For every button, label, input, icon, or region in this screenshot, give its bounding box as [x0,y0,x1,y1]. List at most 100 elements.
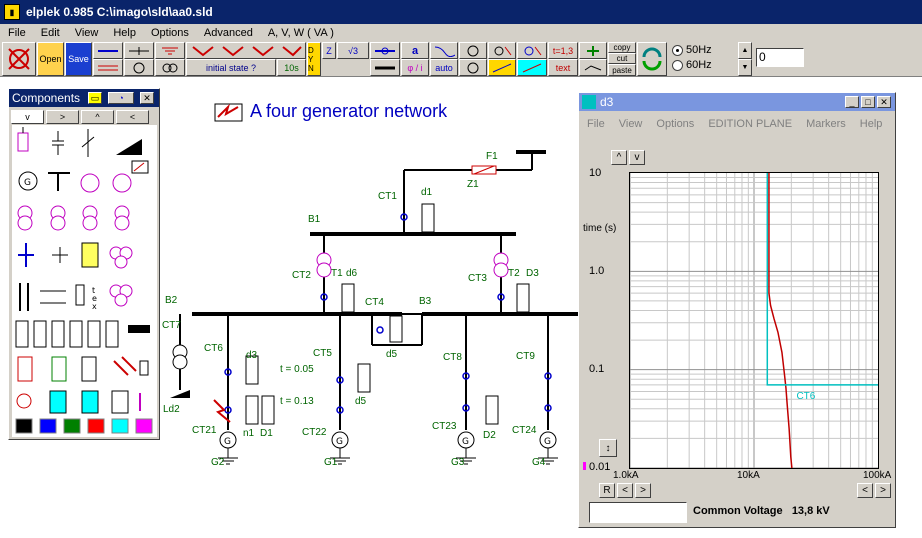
scroll-left-button[interactable]: < [617,483,633,498]
open-button[interactable]: Open [37,42,64,76]
d3-menu-file[interactable]: File [587,118,605,130]
d3-maximize-button[interactable]: □ [861,96,875,108]
lf-button[interactable] [517,59,547,76]
palette-probe-button[interactable]: ◔ [108,92,135,104]
cut-button[interactable]: cut [608,53,636,64]
tab-left[interactable]: < [116,110,149,124]
scroll-right-button[interactable]: > [635,483,651,498]
color-swatches[interactable] [15,418,153,434]
spin-down-button[interactable]: ▼ [738,59,752,76]
v-meter-button[interactable] [459,59,487,76]
transformer-3w-icon[interactable] [50,205,66,231]
t13-button[interactable]: t=1,3 [548,42,578,59]
plot-area[interactable]: CT6 [629,172,879,469]
d3-close-button[interactable]: ✕ [877,96,891,108]
transformer-3ph-b-icon[interactable] [109,284,133,307]
menu-units[interactable]: A, V, W ( VA ) [267,26,334,39]
resistor-icon[interactable] [17,127,29,152]
load-ld2[interactable] [170,314,190,398]
dyn-button[interactable]: D Y N [307,42,321,76]
x-scroll-left-button[interactable]: < [857,483,873,498]
ground-button[interactable] [155,42,185,59]
sqrt3-button[interactable]: √3 [337,42,369,59]
x-scroll-right-button[interactable]: > [875,483,891,498]
switch-button[interactable] [124,42,154,59]
d3-menu-view[interactable]: View [618,118,643,130]
fuse-icon[interactable] [75,284,85,306]
initial-state-button[interactable]: initial state ? [186,59,276,76]
d3-menu-markers[interactable]: Markers [806,118,846,130]
relay-d5-top[interactable] [389,315,403,343]
freq-50-radio[interactable] [672,44,683,56]
lines-button[interactable] [93,59,123,76]
color-swatch-black[interactable] [15,418,33,434]
transformer-a-icon[interactable] [82,205,98,231]
ct-ct1[interactable] [400,213,408,221]
contactor-icon[interactable] [40,290,66,304]
switch-icon[interactable] [52,247,68,263]
motor-s-icon[interactable] [112,173,132,193]
move-button[interactable] [579,42,607,59]
motor-as-icon[interactable] [80,173,100,193]
generator-icon[interactable]: G [18,171,38,191]
color-swatch-red[interactable] [87,418,105,434]
menu-edit[interactable]: Edit [40,26,60,39]
scale-up-button[interactable]: ^ [611,150,627,165]
curve-series-1[interactable] [766,173,878,386]
network-tool-button[interactable] [2,42,36,76]
spin-up-button[interactable]: ▲ [738,42,752,59]
ramp-icon[interactable] [116,139,142,155]
text-button[interactable]: text [548,59,578,76]
cable-icon[interactable] [19,283,29,311]
menu-view[interactable]: View [74,26,99,39]
a-meter-button[interactable] [459,42,487,59]
curve-series-0[interactable] [768,173,793,469]
transformer-button[interactable] [155,59,185,76]
d3-minimize-button[interactable]: _ [845,96,859,108]
copy-button[interactable]: copy [608,42,636,53]
menu-file[interactable]: File [8,26,26,39]
a-button[interactable]: a [401,42,429,59]
text-icon[interactable]: tex [92,286,97,311]
color-swatch-cyan[interactable] [111,418,129,434]
reset-button[interactable]: R [599,483,615,498]
breaker-icon[interactable] [18,243,34,267]
wire-button[interactable] [579,59,607,76]
phi-i-button[interactable]: φ / i [401,59,429,76]
transformer-t1[interactable] [316,234,355,314]
feeder-g4[interactable]: G [538,314,558,465]
curve-button[interactable] [430,42,458,59]
menu-advanced[interactable]: Advanced [203,26,253,39]
fault-buttons[interactable] [186,42,306,59]
transformer-b-icon[interactable] [114,205,130,231]
vri-button[interactable] [93,42,123,59]
freq-60-option[interactable]: 60Hz [672,59,712,71]
special-row-icons[interactable] [17,356,149,382]
freq-50-option[interactable]: 50Hz [672,44,712,56]
em-row-icons[interactable] [16,390,141,414]
capacitor-icon[interactable] [52,131,64,155]
tab-down[interactable]: v [11,110,44,124]
feeder-g3[interactable]: G [456,314,499,465]
color-swatch-magenta[interactable] [135,418,153,434]
transformer-3ph-icon[interactable] [109,246,133,269]
phase-button[interactable] [517,42,547,59]
time-button[interactable]: 10s [277,59,306,76]
d3-menu-edition-plane[interactable]: EDITION PLANE [708,118,793,130]
palette-close-button[interactable]: ✕ [140,92,155,104]
ct-ct4[interactable] [376,326,384,334]
vz-button[interactable] [488,59,516,76]
highlight-icon[interactable] [81,242,99,268]
auto-button[interactable]: auto [430,59,458,76]
palette-pin-button[interactable]: ▭ [88,92,103,104]
fault-icon[interactable] [131,160,149,174]
color-swatch-green[interactable] [63,418,81,434]
freq-60-radio[interactable] [672,59,683,71]
color-swatch-blue[interactable] [39,418,57,434]
relay-d1[interactable] [421,203,435,233]
feeder-g1[interactable]: G [330,314,371,465]
scale-down-button[interactable]: v [629,150,645,165]
motor-button[interactable] [124,59,154,76]
tab-right[interactable]: > [46,110,79,124]
menu-options[interactable]: Options [150,26,189,39]
